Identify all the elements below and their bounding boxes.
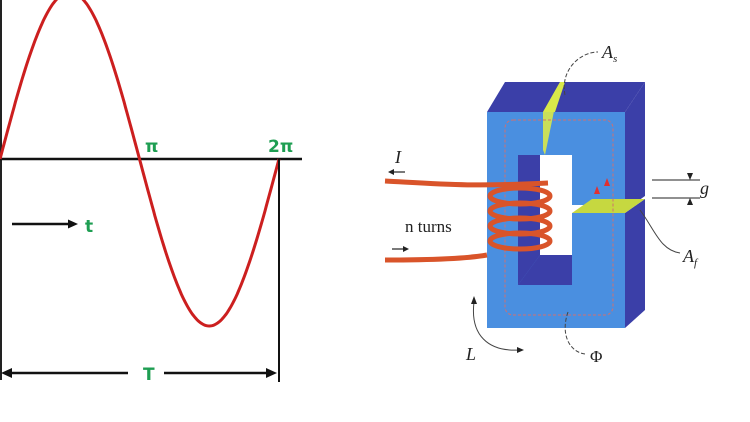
- length-arrow-head-right-icon: [517, 347, 524, 353]
- label-turns: n turns: [405, 217, 452, 236]
- label-core-area: As: [601, 42, 617, 65]
- flux-arrow-icon: [604, 178, 610, 186]
- sine-wave-diagram: π 2π t T: [0, 0, 302, 385]
- label-core-area-main: A: [601, 42, 614, 62]
- core-right-face-upper: [625, 82, 645, 210]
- gap-cross-section-area: [572, 199, 645, 213]
- coil-lead-bottom: [384, 252, 488, 263]
- flux-path: [504, 119, 614, 316]
- label-core-area-sub: s: [613, 53, 617, 65]
- label-gap-area-main: A: [682, 246, 695, 266]
- core-window-inner-bottom: [518, 255, 572, 285]
- sine-wave-curve: [0, 0, 281, 328]
- flux-leader: [564, 311, 586, 355]
- period-arrow-right-head-icon: [266, 368, 277, 378]
- coil-winding: [384, 178, 553, 263]
- label-length: L: [465, 344, 476, 364]
- core-top-face: [487, 82, 645, 112]
- current-arrow-head-icon: [388, 169, 394, 175]
- length-arrow: [472, 301, 521, 351]
- label-2pi: 2π: [268, 137, 293, 157]
- current-in-arrow-head-icon: [403, 246, 409, 252]
- gap-arrow-down-icon: [687, 173, 693, 180]
- core-area-leader: [563, 51, 599, 96]
- gap-area-leader: [639, 209, 681, 254]
- label-gap-area: Af: [682, 246, 699, 269]
- period-arrow-left-head-icon: [1, 368, 12, 378]
- label-pi: π: [145, 137, 158, 157]
- label-t: t: [85, 217, 93, 237]
- label-current: I: [394, 147, 402, 167]
- coil-lead-top: [384, 178, 549, 188]
- length-arrow-head-up-icon: [471, 296, 477, 304]
- label-gap-area-sub: f: [694, 257, 699, 269]
- magnetic-core-diagram: I n turns g As Af L Φ: [384, 42, 709, 366]
- gap-arrow-up-icon: [687, 198, 693, 205]
- time-arrow-head-icon: [68, 219, 78, 229]
- flux-arrow-icon: [594, 186, 600, 194]
- label-period: T: [143, 365, 155, 385]
- label-turns-text: n turns: [405, 217, 452, 236]
- core-right-face-lower: [625, 199, 645, 328]
- label-gap: g: [700, 178, 709, 198]
- label-flux: Φ: [590, 347, 602, 366]
- core-cross-section-area: [543, 82, 560, 155]
